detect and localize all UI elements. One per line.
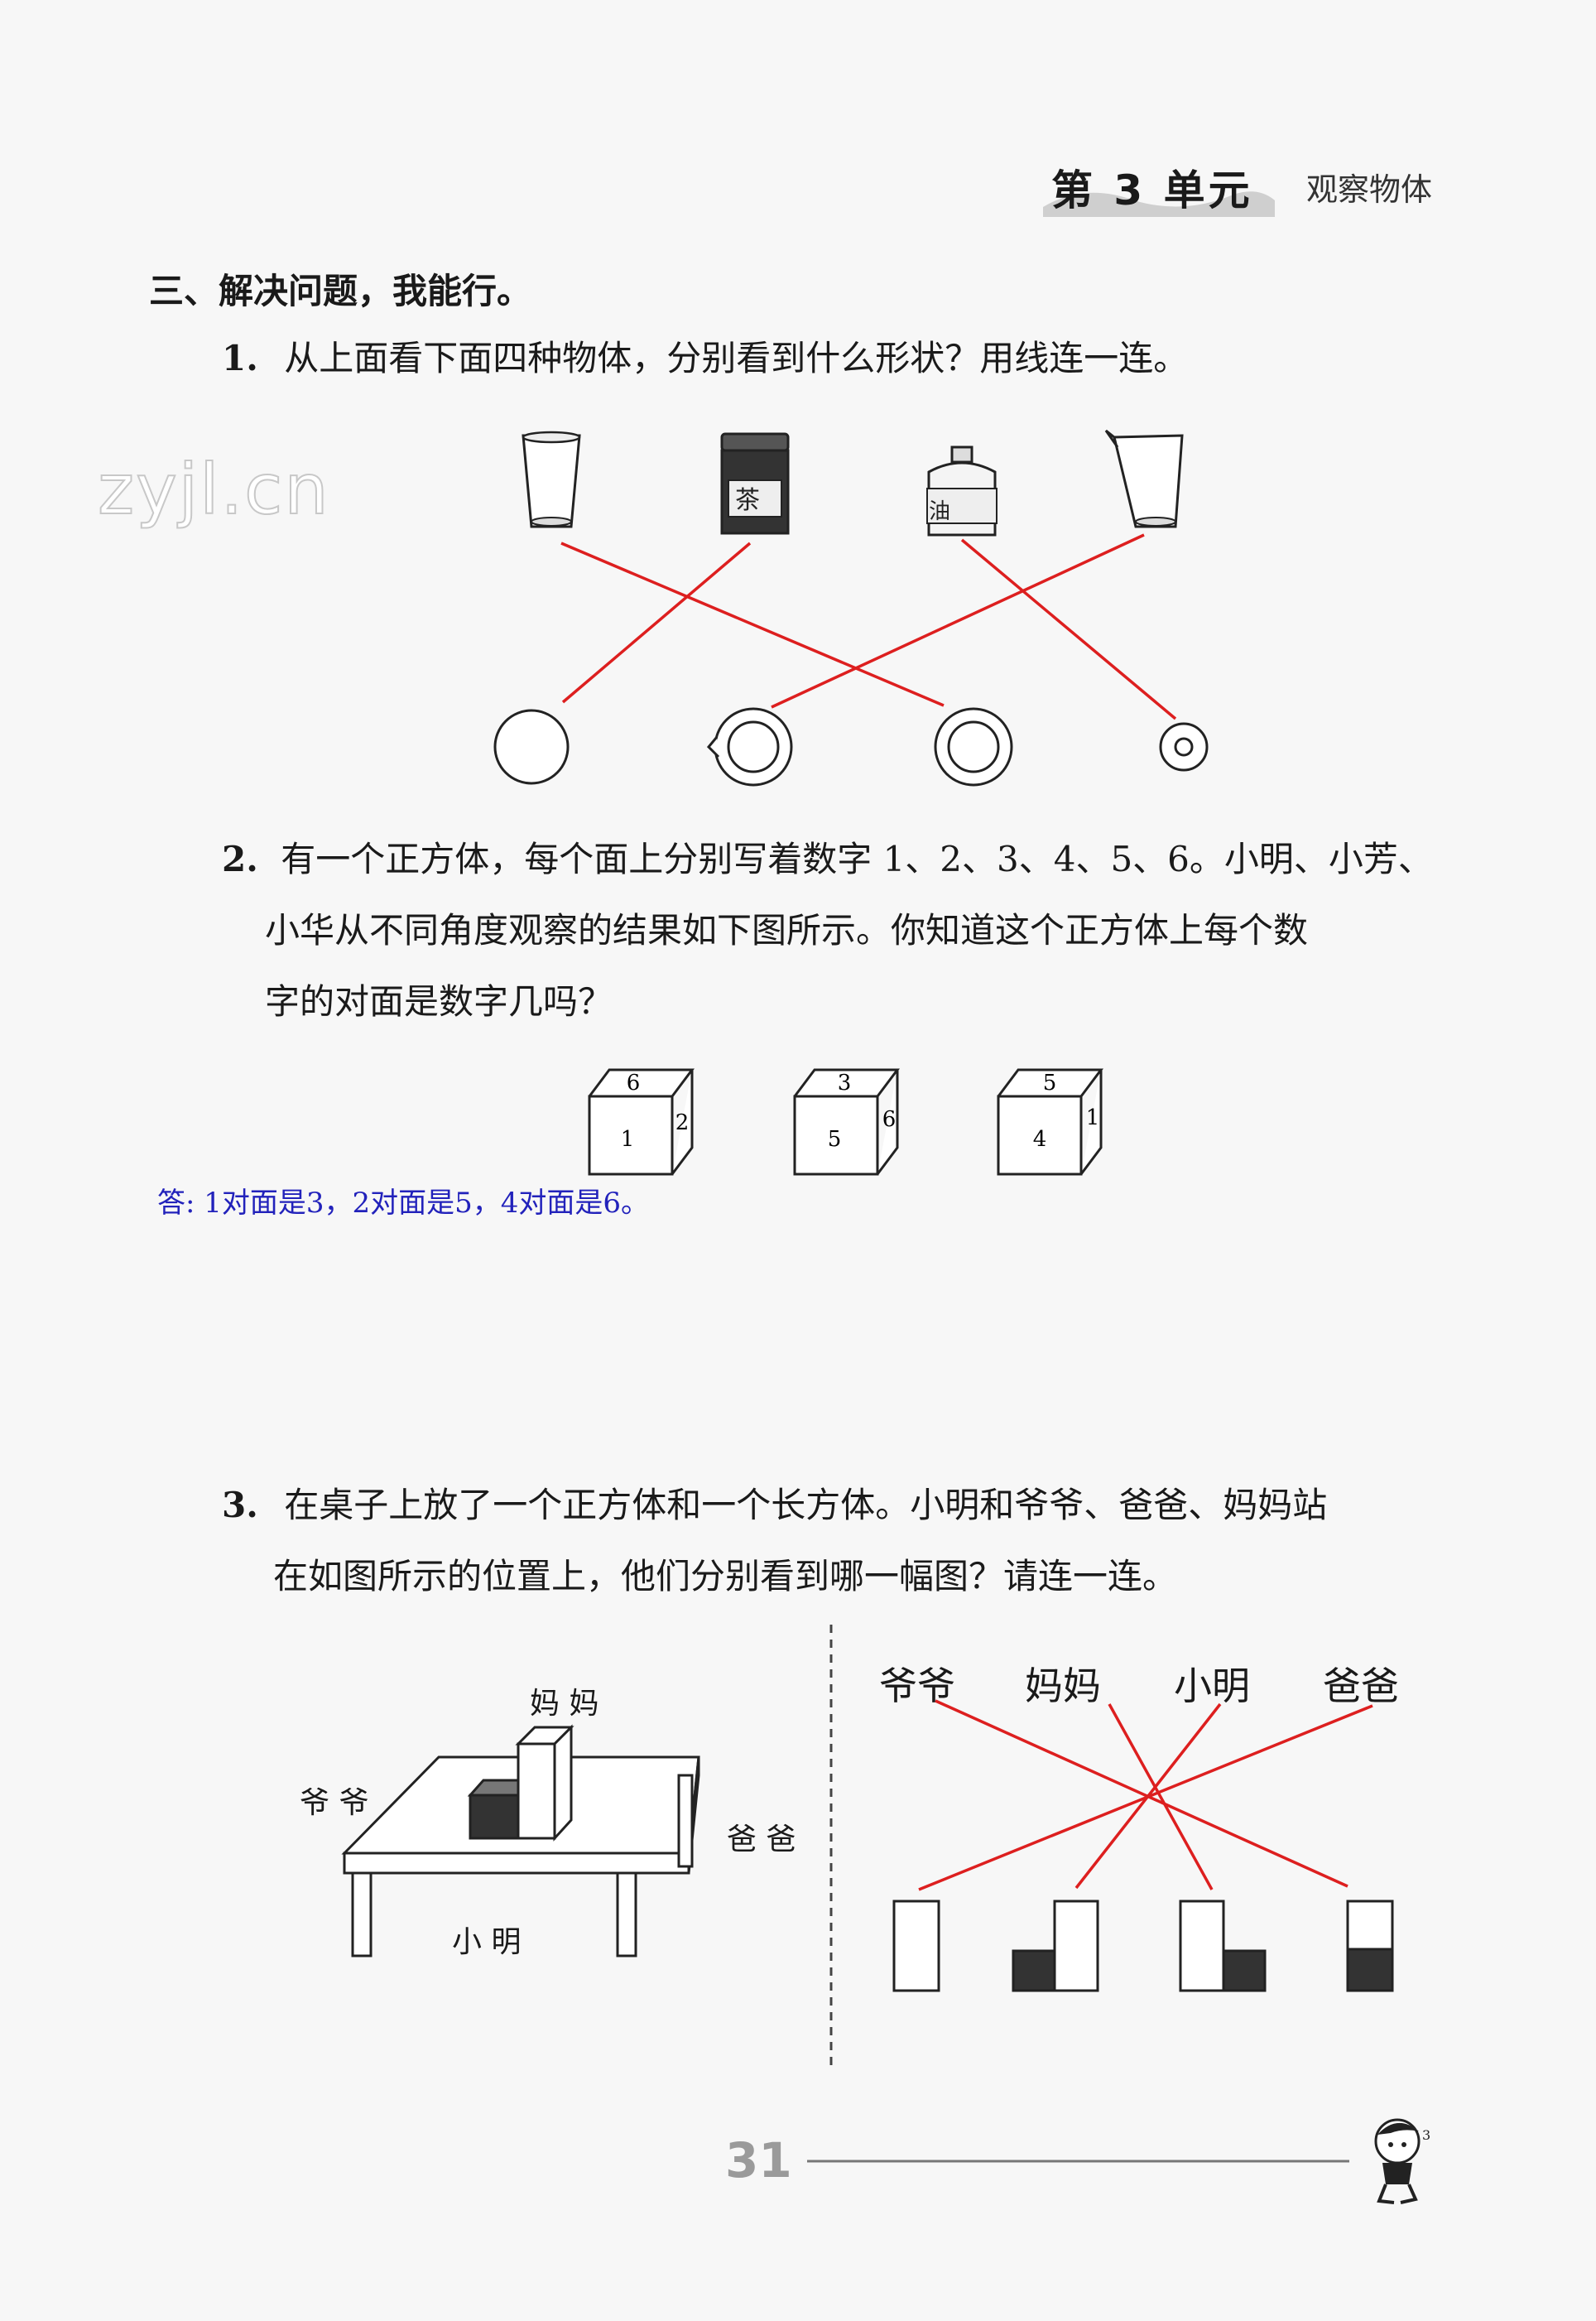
view-cube-front: [1346, 1900, 1394, 1992]
q1-text: 从上面看下面四种物体，分别看到什么形状？用线连一连。: [284, 338, 1189, 378]
view-tall-only: [892, 1900, 940, 1992]
views-figure: [892, 1699, 1394, 1992]
view-cube-right: [1179, 1900, 1267, 1992]
oil-bottle-icon: [926, 445, 997, 537]
q1-answer-line: [560, 542, 945, 707]
q1-figure: 茶 油: [493, 429, 1209, 787]
svg-text:3: 3: [1422, 2127, 1430, 2143]
top-view-spout-ring: [706, 707, 793, 787]
footer-rule: [807, 2160, 1349, 2163]
q2-line-2: 小华从不同角度观察的结果如下图所示。你知道这个正方体上每个数: [265, 910, 1309, 951]
top-view-circle: [493, 709, 570, 785]
view-label-mom: 妈妈: [1025, 1664, 1101, 1708]
measuring-cup-icon: [1104, 429, 1184, 528]
q1-answer-line: [561, 542, 752, 704]
cube-3-front: 4: [1033, 1127, 1047, 1152]
cube-3-top: 5: [1043, 1071, 1057, 1095]
label-grandpa: 爷 爷: [300, 1786, 369, 1820]
cube-2-top: 3: [838, 1071, 852, 1095]
section-title: 三、解决问题，我能行。: [149, 271, 532, 311]
cube-2-front: 5: [828, 1127, 842, 1152]
cube-3-side: 1: [1086, 1105, 1100, 1130]
q3-block: 3. 在桌子上放了一个正方体和一个长方体。小明和爷爷、爸爸、妈妈站 在如图所示的…: [222, 1470, 1327, 1612]
cube-3: 5 4 1: [997, 1068, 1103, 1176]
q3-line-2: 在如图所示的位置上，他们分别看到哪一幅图？请连一连。: [273, 1556, 1178, 1596]
tea-jar-icon: [720, 432, 790, 535]
q3-answer-line: [918, 1704, 1373, 1891]
view-label-xiaoming: 小明: [1174, 1664, 1250, 1708]
header-ribbon: [1043, 191, 1275, 217]
q2-answer: 答: 1对面是3，2对面是5，4对面是6。: [157, 1187, 650, 1220]
q3-answer-line: [935, 1699, 1348, 1888]
cube-1: 6 1 2: [588, 1068, 695, 1176]
label-mom: 妈 妈: [530, 1687, 599, 1721]
glass-icon: [522, 431, 581, 528]
view-label-dad: 爸爸: [1323, 1664, 1399, 1708]
table-scene: [341, 1724, 700, 1957]
q2-block: 2. 有一个正方体，每个面上分别写着数字 1、2、3、4、5、6。小明、小芳、 …: [222, 824, 1433, 1038]
watermark: zyjl.cn: [97, 448, 330, 531]
cube-1-side: 2: [675, 1110, 690, 1135]
label-dad: 爸 爸: [727, 1823, 796, 1856]
q1-number: 1.: [222, 338, 258, 378]
cube-2-side: 6: [882, 1107, 897, 1132]
mascot-icon: 3: [1374, 2118, 1430, 2204]
oil-bottle-label: 油: [929, 499, 950, 524]
q2-number: 2.: [222, 839, 258, 879]
q2-line-1: 2. 有一个正方体，每个面上分别写着数字 1、2、3、4、5、6。小明、小芳、: [222, 839, 1433, 879]
q3-answer-line: [1108, 1703, 1214, 1890]
q1-answer-line: [771, 533, 1145, 709]
cube-1-front: 1: [621, 1127, 635, 1152]
view-cube-left: [1012, 1900, 1099, 1992]
unit-subtitle: 观察物体: [1306, 171, 1433, 208]
label-xiaoming: 小 明: [452, 1925, 522, 1959]
cube-1-top: 6: [627, 1071, 641, 1095]
q2-cubes: 6 1 2 3 5 6 5 4 1: [588, 1068, 1103, 1176]
top-view-double-ring: [934, 707, 1013, 787]
q2-line-3: 字的对面是数字几吗？: [265, 981, 613, 1022]
view-label-grandpa: 爷爷: [879, 1664, 955, 1708]
page-number: 31: [725, 2132, 792, 2189]
q1-answer-line: [960, 538, 1177, 720]
cube-2: 3 5 6: [793, 1068, 900, 1176]
unit-title: 第 3 单元: [1051, 166, 1253, 214]
cuboid-block: [515, 1724, 574, 1842]
q3-line-1: 3. 在桌子上放了一个正方体和一个长方体。小明和爷爷、爸爸、妈妈站: [222, 1485, 1328, 1525]
tea-jar-label: 茶: [735, 486, 760, 515]
top-view-small-ring: [1159, 722, 1209, 772]
q3-number: 3.: [222, 1485, 258, 1525]
q1-line: 1. 从上面看下面四种物体，分别看到什么形状？用线连一连。: [222, 323, 1188, 394]
